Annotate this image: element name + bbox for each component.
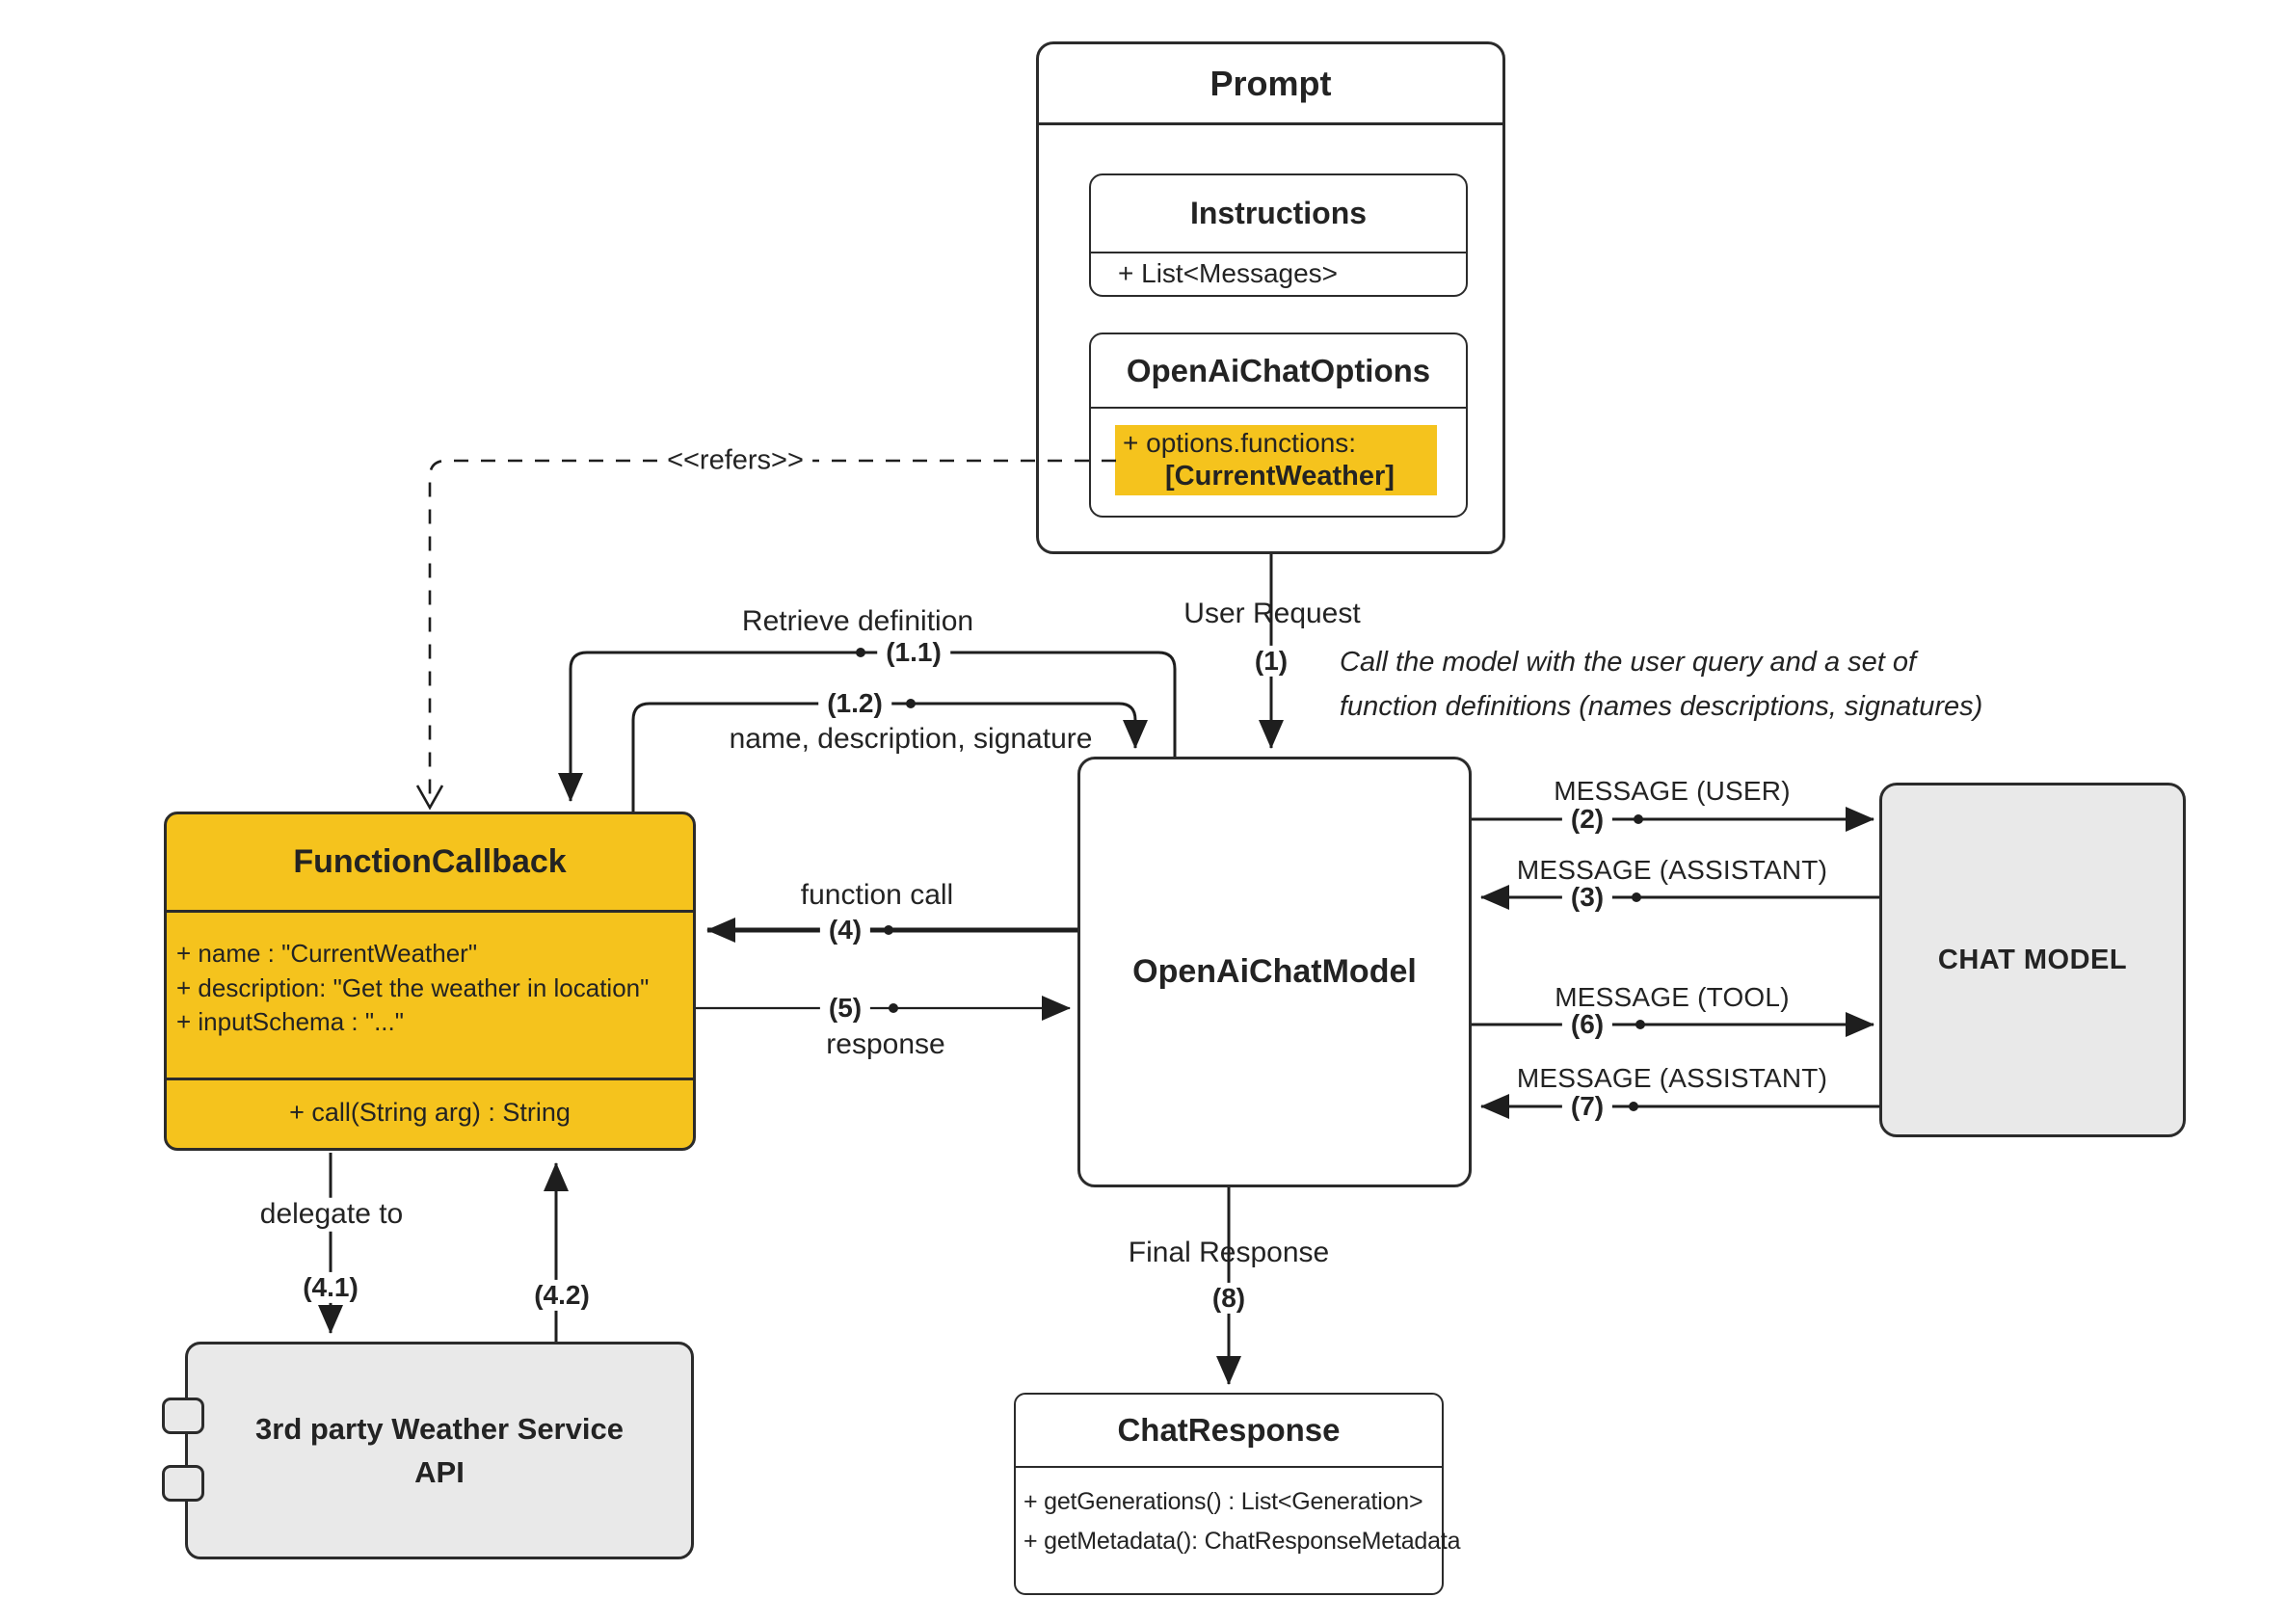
- dot-icon: [856, 648, 865, 657]
- step-4-label: (4): [819, 914, 871, 946]
- component-port-icon: [162, 1398, 204, 1434]
- chat-options-box: OpenAiChatOptions + options.functions: […: [1089, 333, 1468, 518]
- instructions-attr: + List<Messages>: [1118, 258, 1339, 288]
- annotation-line1: Call the model with the user query and a…: [1340, 647, 1917, 678]
- chat-options-title: OpenAiChatOptions: [1091, 334, 1466, 409]
- open-arrowhead-icon: [415, 785, 444, 811]
- chat-response-box: ChatResponse + getGenerations() : List<G…: [1014, 1393, 1461, 1595]
- openai-chat-model-title: OpenAiChatModel: [1132, 953, 1417, 990]
- component-port-icon: [162, 1465, 204, 1502]
- dot-icon: [1634, 814, 1643, 824]
- function-callback-method: + call(String arg) : String: [289, 1098, 571, 1127]
- dot-icon: [906, 699, 916, 708]
- step-6-label: (6): [1561, 1008, 1613, 1041]
- weather-api-title-line1: 3rd party Weather Service: [255, 1412, 624, 1446]
- user-request-label: User Request: [1183, 597, 1361, 629]
- instructions-box: Instructions + List<Messages>: [1089, 173, 1468, 297]
- function-callback-box: FunctionCallback + name : "CurrentWeathe…: [164, 812, 696, 1151]
- prompt-title: Prompt: [1039, 44, 1502, 125]
- dot-icon: [1635, 1020, 1645, 1029]
- message-assistant-3-label: MESSAGE (ASSISTANT): [1516, 854, 1828, 885]
- step-7-label: (7): [1561, 1090, 1613, 1123]
- dot-icon: [884, 925, 893, 935]
- chat-response-title: ChatResponse: [1016, 1395, 1442, 1468]
- annotation-line2: function definitions (names descriptions…: [1340, 691, 1983, 722]
- step-4-2-label: (4.2): [525, 1279, 598, 1312]
- final-response-label: Final Response: [1128, 1236, 1330, 1268]
- step-2-label: (2): [1561, 803, 1613, 836]
- response-label: response: [826, 1027, 945, 1060]
- chat-response-method-2: + getMetadata(): ChatResponseMetadata: [1023, 1528, 1461, 1555]
- step-1-1-label: (1.1): [877, 636, 950, 669]
- step-1-label: (1): [1245, 645, 1297, 678]
- dot-icon: [1629, 1102, 1638, 1111]
- retrieve-definition-label: Retrieve definition: [741, 604, 974, 637]
- step-5-label: (5): [819, 992, 871, 1025]
- function-callback-attrs: + name : "CurrentWeather" + description:…: [167, 913, 693, 1080]
- options-functions-attr: + options.functions:: [1123, 428, 1357, 458]
- options-functions-value: [CurrentWeather]: [1165, 461, 1395, 492]
- message-user-label: MESSAGE (USER): [1554, 775, 1791, 806]
- step-3-label: (3): [1561, 881, 1613, 914]
- instructions-title: Instructions: [1091, 175, 1466, 253]
- attr-input-schema: + inputSchema : "...": [176, 1007, 404, 1036]
- step-1-2-label: (1.2): [818, 687, 891, 720]
- delegate-to-label: delegate to: [251, 1197, 412, 1232]
- chat-model-box: CHAT MODEL: [1879, 783, 2186, 1137]
- annotation-text: Call the model with the user query and a…: [1340, 640, 1982, 729]
- signature-label: name, description, signature: [720, 722, 1102, 757]
- dot-icon: [1632, 892, 1641, 902]
- step-8-label: (8): [1203, 1282, 1255, 1315]
- attr-description: + description: "Get the weather in locat…: [176, 972, 650, 1002]
- chat-model-title: CHAT MODEL: [1937, 944, 2128, 975]
- options-functions-highlight: + options.functions: [CurrentWeather]: [1115, 425, 1437, 495]
- dot-icon: [889, 1003, 898, 1013]
- openai-chat-model-box: OpenAiChatModel: [1077, 757, 1472, 1187]
- step-4-1-label: (4.1): [294, 1271, 367, 1304]
- chat-response-method-1: + getGenerations() : List<Generation>: [1023, 1488, 1423, 1515]
- function-callback-title: FunctionCallback: [167, 814, 693, 913]
- edge-signature: [631, 702, 1148, 812]
- function-call-label: function call: [800, 878, 954, 911]
- message-tool-label: MESSAGE (TOOL): [1555, 981, 1790, 1012]
- refers-label: <<refers>>: [658, 444, 812, 477]
- attr-name: + name : "CurrentWeather": [176, 939, 478, 968]
- weather-api-title-line2: API: [414, 1455, 465, 1489]
- message-assistant-7-label: MESSAGE (ASSISTANT): [1516, 1062, 1828, 1093]
- weather-api-box: 3rd party Weather Service API: [185, 1342, 694, 1559]
